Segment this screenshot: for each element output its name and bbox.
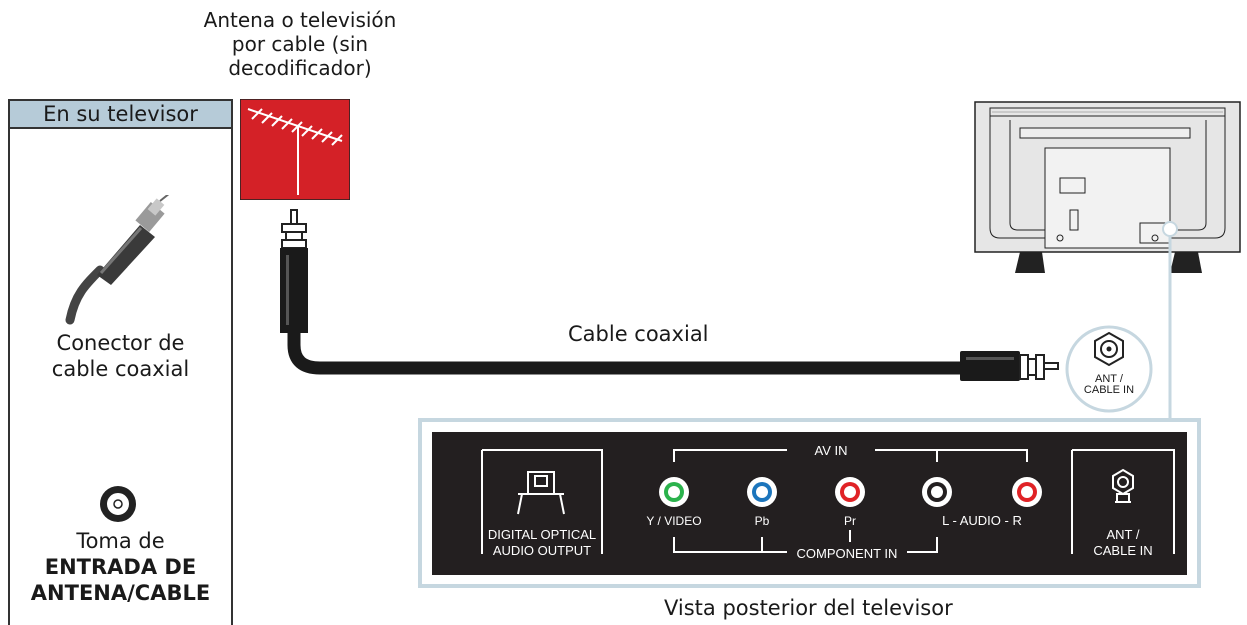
side-panel-title: En su televisor <box>8 99 233 129</box>
coax-cable <box>280 209 1059 381</box>
jack-label-prefix: Toma de <box>76 529 165 553</box>
ant-callout <box>1065 325 1153 413</box>
pb-label: Pb <box>755 514 770 528</box>
av-in-label: AV IN <box>815 443 848 458</box>
ant-callout-line-2: CABLE IN <box>1083 384 1135 396</box>
audio-label: L - AUDIO - R <box>942 513 1022 528</box>
jack-pr <box>835 477 865 507</box>
ant-panel-label-2: CABLE IN <box>1093 543 1152 558</box>
antenna-caption-line-1: Antena o televisión <box>203 8 397 32</box>
antenna-caption: Antena o televisión por cable (sin decod… <box>180 8 420 80</box>
connector-label-line-1: Conector de <box>56 331 185 355</box>
optical-label-2: AUDIO OUTPUT <box>493 543 591 558</box>
ant-panel-label-1: ANT / <box>1107 527 1140 542</box>
connector-label-line-2: cable coaxial <box>51 357 190 381</box>
rear-view-caption: Vista posterior del televisor <box>664 596 953 620</box>
jack-label-bold-2: ANTENA/CABLE <box>30 581 211 605</box>
y-video-label: Y / VIDEO <box>646 514 701 528</box>
component-in-label: COMPONENT IN <box>797 546 898 561</box>
rear-panel-connectors: AV IN COMPONENT IN DIGITAL OPTICAL AUDIO… <box>481 442 1175 561</box>
jack-label-bold-1: ENTRADA DE <box>44 555 197 579</box>
callout-lines <box>1168 236 1172 418</box>
antenna-caption-line-2: por cable (sin <box>231 32 369 56</box>
ant-jack-icon <box>100 486 136 522</box>
pr-label: Pr <box>844 514 856 528</box>
jack-label: Toma de ENTRADA DE ANTENA/CABLE <box>10 528 231 606</box>
connector-label: Conector de cable coaxial <box>10 330 231 382</box>
jack-y-video <box>659 477 689 507</box>
jack-audio-r <box>1012 477 1042 507</box>
coax-connector-icon <box>65 195 170 325</box>
optical-port-icon <box>517 471 565 515</box>
ant-port-icon <box>1112 468 1134 503</box>
ant-callout-label: ANT / CABLE IN <box>1080 374 1138 396</box>
cable-label: Cable coaxial <box>568 322 709 346</box>
jack-audio-l <box>922 477 952 507</box>
tv-rear-illustration <box>974 101 1241 273</box>
jack-pb <box>747 477 777 507</box>
antenna-icon <box>240 99 350 200</box>
optical-label-1: DIGITAL OPTICAL <box>488 527 596 542</box>
antenna-caption-line-3: decodificador) <box>228 56 372 80</box>
ant-callout-line-1: ANT / <box>1095 373 1123 385</box>
